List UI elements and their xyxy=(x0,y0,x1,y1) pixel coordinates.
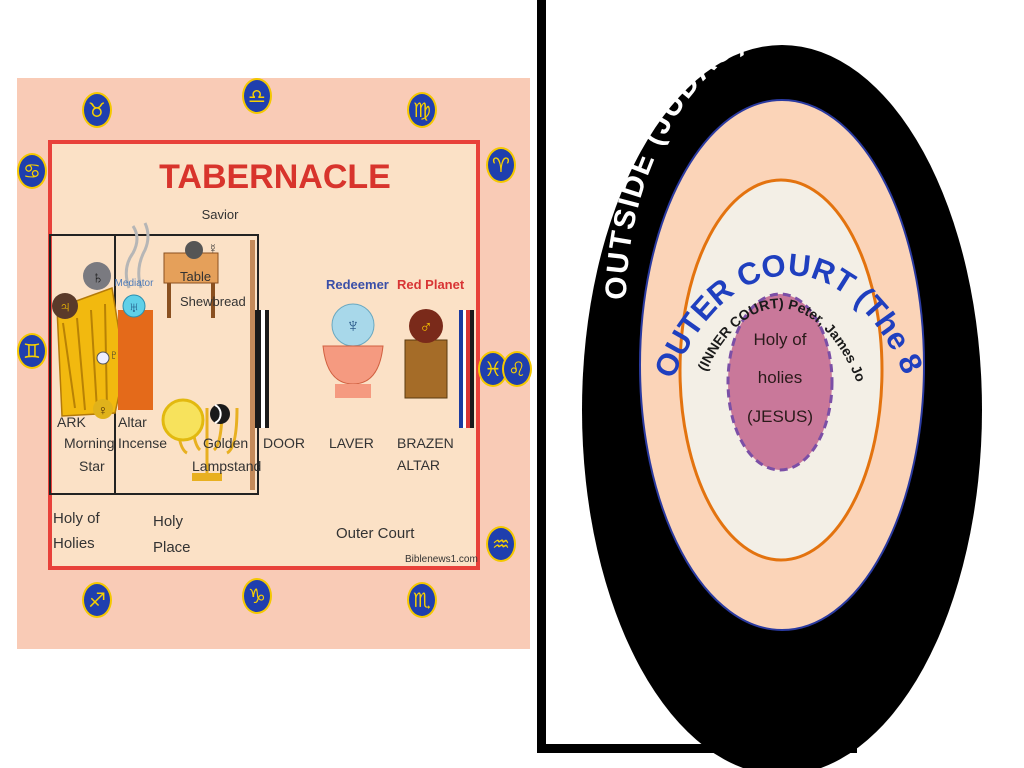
sanctuary-wall xyxy=(250,240,255,490)
holy-label: Holy xyxy=(153,513,184,530)
laver-basin-icon xyxy=(322,345,384,385)
sagittarius-icon: ♐ xyxy=(82,582,112,618)
laver-stand xyxy=(335,384,371,398)
door-curtain-white xyxy=(261,310,265,428)
ark-label: ARK xyxy=(57,414,86,430)
lampstand-base-icon xyxy=(192,473,222,481)
incense-altar-icon xyxy=(118,310,153,410)
table-label: Table xyxy=(180,269,211,284)
mediator-label: Mediator xyxy=(115,278,155,289)
incense-label: Incense xyxy=(118,435,167,451)
savior-label: Savior xyxy=(202,207,240,222)
mercury-planet-icon xyxy=(185,241,203,259)
gate-curtain-black xyxy=(470,310,474,428)
holies-label: Holies xyxy=(53,535,95,552)
mars-planet-icon xyxy=(409,309,443,343)
brazen-altar-icon xyxy=(404,339,448,399)
neptune-symbol: ♆ xyxy=(346,315,361,337)
brazen-altar-label: ALTAR xyxy=(397,457,440,473)
outer-court-label: Outer Court xyxy=(336,525,415,542)
saturn-planet-icon xyxy=(83,262,111,290)
venus-planet-icon xyxy=(93,399,113,419)
mars-symbol: ♂ xyxy=(419,317,433,337)
laver-label: LAVER xyxy=(329,435,374,451)
holy-of-label: Holy of xyxy=(53,510,101,527)
taurus-icon: ♉ xyxy=(82,92,112,128)
center-line3: (JESUS) xyxy=(747,407,813,426)
jupiter-symbol: ♃ xyxy=(59,299,71,316)
virgo-icon: ♍ xyxy=(407,92,437,128)
table-legs xyxy=(167,283,215,318)
court-circles-diagram: OUTSIDE (JUDAS) OUTER COURT (The 8 disci… xyxy=(546,0,982,768)
jupiter-planet-icon xyxy=(52,293,78,319)
venus-symbol: ♀ xyxy=(98,402,109,418)
door-label: DOOR xyxy=(263,435,305,451)
moon-crescent xyxy=(214,404,222,424)
libra-icon: ♎ xyxy=(242,78,272,114)
aquarius-icon: ♒ xyxy=(486,526,516,562)
tabernacle-title: TABERNACLE xyxy=(159,158,391,196)
brazen-label: BRAZEN xyxy=(397,435,454,451)
leo-icon: ♌ xyxy=(502,351,532,387)
credit-label: Biblenews1.com xyxy=(405,554,478,565)
golden-label: Golden xyxy=(203,435,248,451)
red-planet-label: Red Planet xyxy=(397,277,465,292)
uranus-symbol: ♅ xyxy=(129,299,140,315)
pluto-planet-icon xyxy=(96,351,110,365)
redeemer-label: Redeemer xyxy=(326,277,389,292)
door-curtain-black xyxy=(255,310,261,428)
shewbread-label: Shewbread xyxy=(180,294,246,309)
center-line1: Holy of xyxy=(754,330,807,349)
aries-icon: ♈ xyxy=(486,147,516,183)
scorpio-icon: ♏ xyxy=(407,582,437,618)
place-label: Place xyxy=(153,539,191,556)
lampstand-label: Lampstand xyxy=(192,458,261,474)
vertical-divider xyxy=(537,0,546,752)
door-curtain-stripe xyxy=(265,310,269,428)
uranus-planet-icon xyxy=(122,294,146,318)
gate-curtain-red xyxy=(466,310,470,428)
mercury-symbol: ☿ xyxy=(208,241,218,256)
capricorn-icon: ♑ xyxy=(242,578,272,614)
tabernacle-diagram: TABERNACLE Savior ♃ ♄ ♇ ♀ ♅ Mediator ☿ T… xyxy=(48,140,480,570)
ark-cherubim-wings xyxy=(62,303,108,411)
incense-smoke-icon xyxy=(124,222,150,289)
altar-label: Altar xyxy=(118,414,147,430)
tabernacle-panel: TABERNACLE Savior ♃ ♄ ♇ ♀ ♅ Mediator ☿ T… xyxy=(17,78,530,649)
bottom-divider xyxy=(537,744,857,753)
holy-of-holies-circle xyxy=(726,292,834,472)
pluto-symbol: ♇ xyxy=(109,347,119,362)
saturn-symbol: ♄ xyxy=(92,268,105,287)
morning-label: Morning xyxy=(64,435,115,451)
gate-curtain-blue xyxy=(459,310,463,428)
cancer-icon: ♋ xyxy=(17,153,47,189)
gemini-icon: ♊ xyxy=(17,333,47,369)
sun-icon xyxy=(161,398,205,442)
star-label: Star xyxy=(79,458,105,474)
gate-curtain-white xyxy=(463,310,466,428)
center-line2: holies xyxy=(758,368,802,387)
